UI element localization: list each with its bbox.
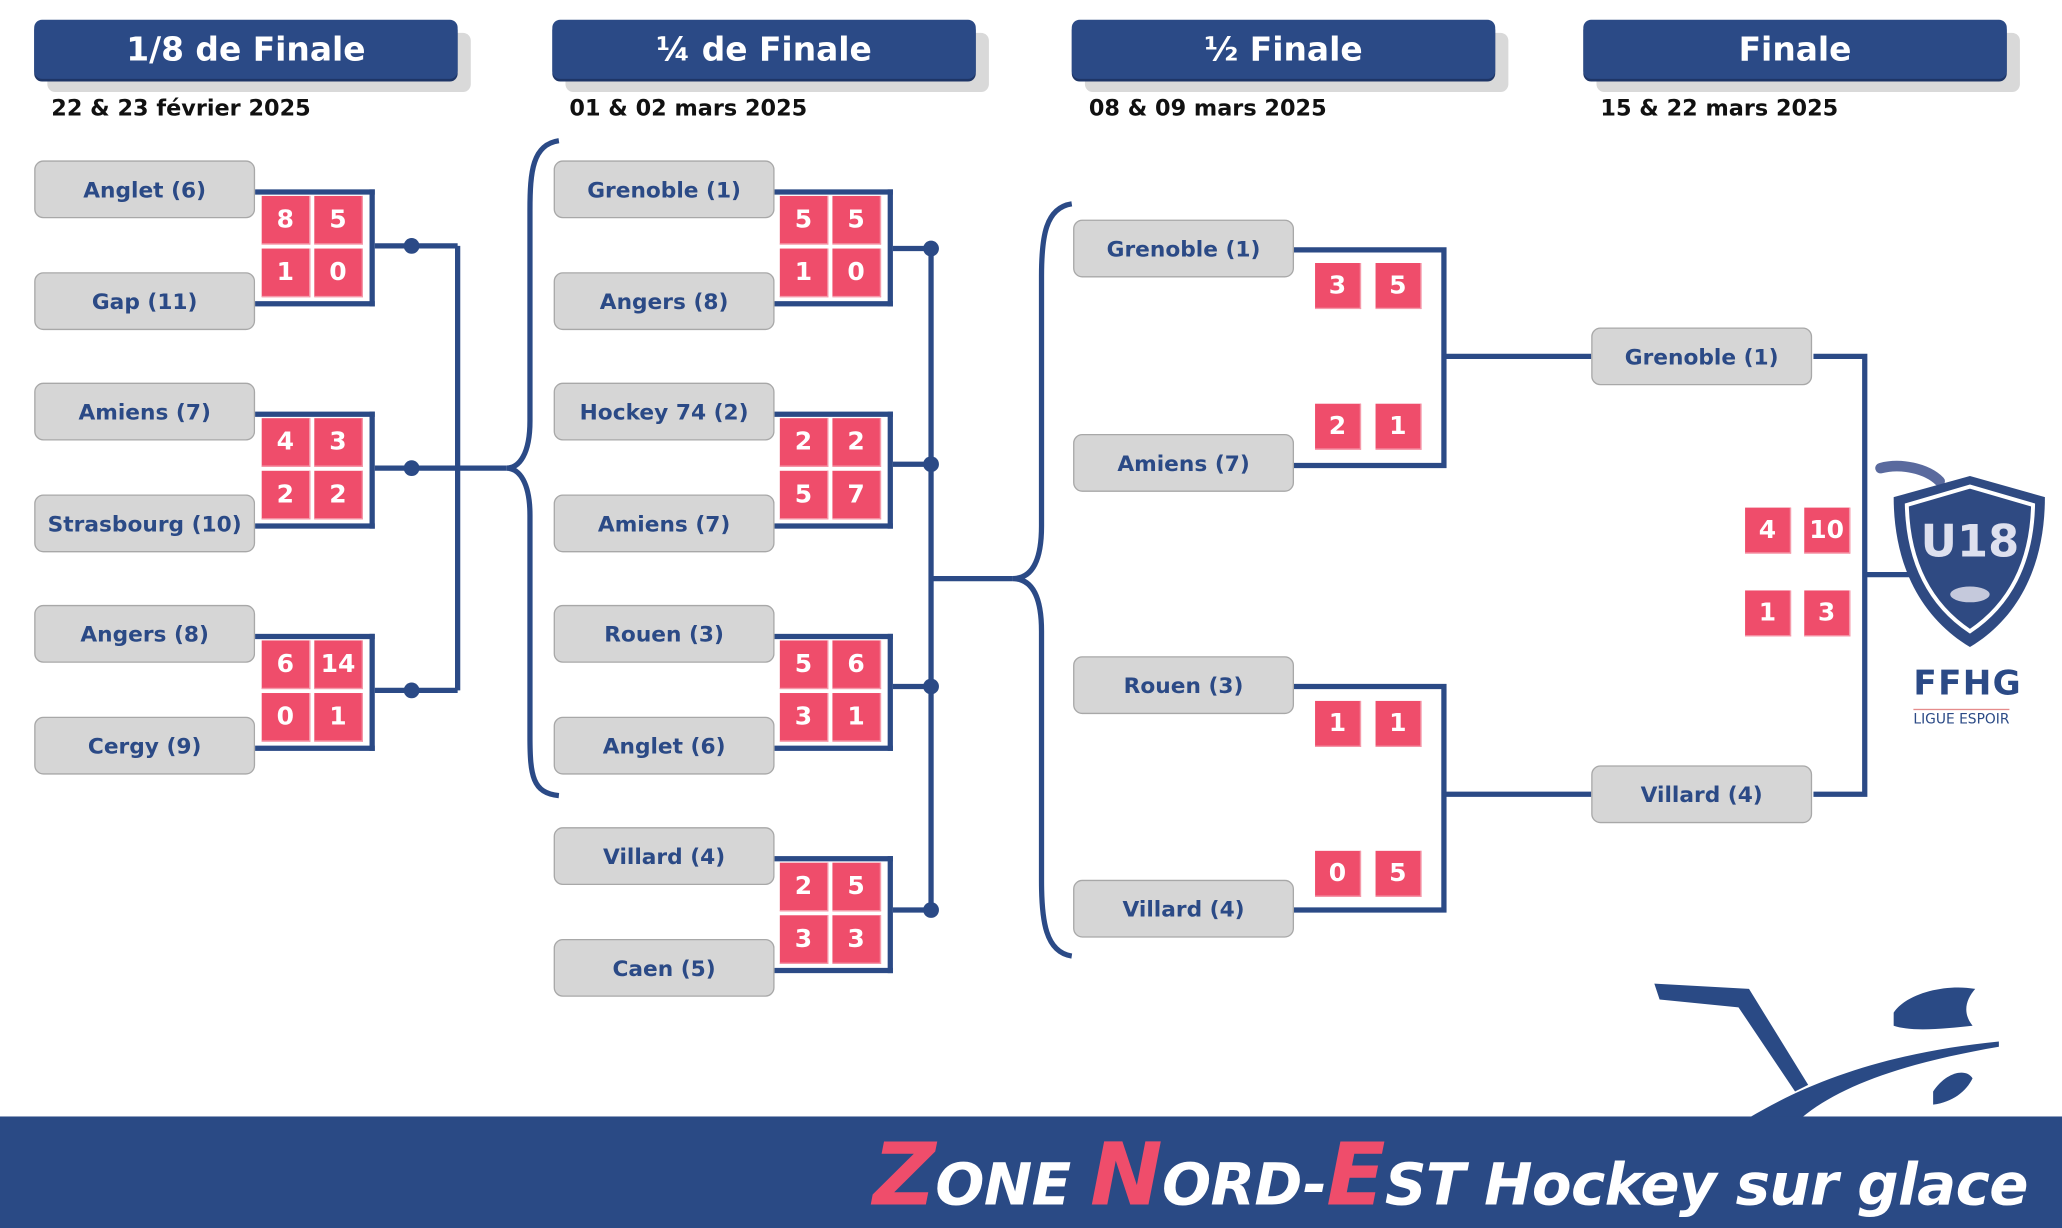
score-cell: 3 (1315, 263, 1362, 310)
score-cell: 14 (314, 640, 363, 690)
score-cell: 0 (314, 248, 363, 298)
score-cell: 3 (314, 418, 363, 467)
u18-shield-logo: U18 (1875, 460, 2045, 648)
score-cell: 4 (261, 418, 311, 467)
banner-letter: Z (873, 1124, 936, 1226)
ligue-espoir-text: LIGUE ESPOIR (1913, 708, 2010, 727)
score-cell: 5 (779, 640, 829, 690)
connector-dot (403, 460, 420, 477)
ffhg-logo-text: FFHG (1913, 664, 2023, 704)
score-cell: 6 (261, 640, 311, 690)
score-cell: 2 (832, 418, 882, 467)
score-cell: 5 (314, 195, 363, 245)
score-cell: 3 (779, 693, 829, 742)
round-header: 1/8 de Finale (34, 19, 471, 93)
round-dates: 08 & 09 mars 2025 (1088, 95, 1327, 123)
team-box: Gap (11) (34, 272, 256, 331)
score-cell: 5 (1375, 850, 1422, 897)
team-box: Villard (4) (1073, 879, 1295, 938)
score-cell: 3 (1804, 590, 1851, 637)
connector-dot (923, 678, 939, 695)
connector-dot (403, 238, 420, 254)
round-title: Finale (1583, 19, 2007, 79)
connector-dot (923, 902, 939, 918)
connector-dot (403, 682, 420, 699)
score-cell: 0 (1315, 850, 1362, 897)
banner-title: ZONE NORD-EST Hockey sur glace (873, 1124, 2028, 1225)
score-cell: 1 (1375, 403, 1422, 450)
team-box: Strasbourg (10) (34, 494, 256, 553)
score-cell: 3 (832, 915, 882, 964)
score-cell: 5 (1375, 263, 1422, 310)
score-cell: 1 (314, 693, 363, 742)
score-cell: 1 (1315, 700, 1362, 747)
banner-letter: E (1326, 1124, 1385, 1226)
score-cell: 1 (1745, 590, 1792, 637)
team-box: Anglet (6) (553, 716, 775, 775)
score-cell: 2 (1315, 403, 1362, 450)
banner-text: ORD- (1161, 1151, 1327, 1220)
score-cell: 10 (1804, 507, 1851, 554)
score-cell: 1 (832, 693, 882, 742)
score-cell: 7 (832, 470, 882, 520)
team-box: Angers (8) (34, 604, 256, 663)
score-cell: 0 (832, 248, 882, 298)
score-cell: 2 (261, 470, 311, 520)
banner-text: ONE (935, 1151, 1090, 1220)
score-cell: 5 (779, 470, 829, 520)
round-dates: 22 & 23 février 2025 (51, 95, 311, 123)
team-box: Hockey 74 (2) (553, 382, 775, 441)
banner-letter: N (1089, 1124, 1163, 1226)
team-box: Angers (8) (553, 272, 775, 331)
team-box: Amiens (7) (34, 382, 256, 441)
score-cell: 1 (261, 248, 311, 298)
score-cell: 5 (779, 195, 829, 245)
score-cell: 3 (779, 915, 829, 964)
round-header: Finale (1583, 19, 2020, 93)
connector-dot (923, 456, 939, 473)
team-box: Rouen (3) (1073, 656, 1295, 715)
team-box: Grenoble (1) (1073, 219, 1295, 278)
team-box: Amiens (7) (1073, 433, 1295, 492)
connector-dot (923, 240, 939, 257)
svg-text:U18: U18 (1921, 514, 2020, 567)
team-box: Grenoble (1) (1591, 327, 1813, 386)
team-box: Cergy (9) (34, 716, 256, 775)
team-box: Grenoble (1) (553, 160, 775, 219)
round-title: 1/8 de Finale (34, 19, 458, 79)
score-cell: 6 (832, 640, 882, 690)
team-box: Amiens (7) (553, 494, 775, 553)
hockey-sticks-decoration (1654, 983, 1999, 1118)
score-cell: 5 (832, 195, 882, 245)
team-box: Rouen (3) (553, 604, 775, 663)
team-box: Caen (5) (553, 938, 775, 997)
round-title: ¼ de Finale (552, 19, 976, 79)
round-dates: 01 & 02 mars 2025 (569, 95, 808, 123)
banner-text: ST Hockey sur glace (1384, 1151, 2029, 1220)
score-cell: 5 (832, 862, 882, 912)
score-cell: 1 (1375, 700, 1422, 747)
team-box: Anglet (6) (34, 160, 256, 219)
round-title: ½ Finale (1071, 19, 1496, 79)
round-dates: 15 & 22 mars 2025 (1600, 95, 1839, 123)
score-cell: 0 (261, 693, 311, 742)
score-cell: 2 (779, 862, 829, 912)
team-box: Villard (4) (1591, 765, 1813, 824)
score-cell: 4 (1745, 507, 1792, 554)
round-header: ½ Finale (1071, 19, 1509, 93)
score-cell: 2 (314, 470, 363, 520)
score-cell: 2 (779, 418, 829, 467)
score-cell: 1 (779, 248, 829, 298)
team-box: Villard (4) (553, 827, 775, 886)
score-cell: 8 (261, 195, 311, 245)
round-header: ¼ de Finale (552, 19, 989, 93)
footer-banner: ZONE NORD-EST Hockey sur glace (0, 1116, 2062, 1228)
